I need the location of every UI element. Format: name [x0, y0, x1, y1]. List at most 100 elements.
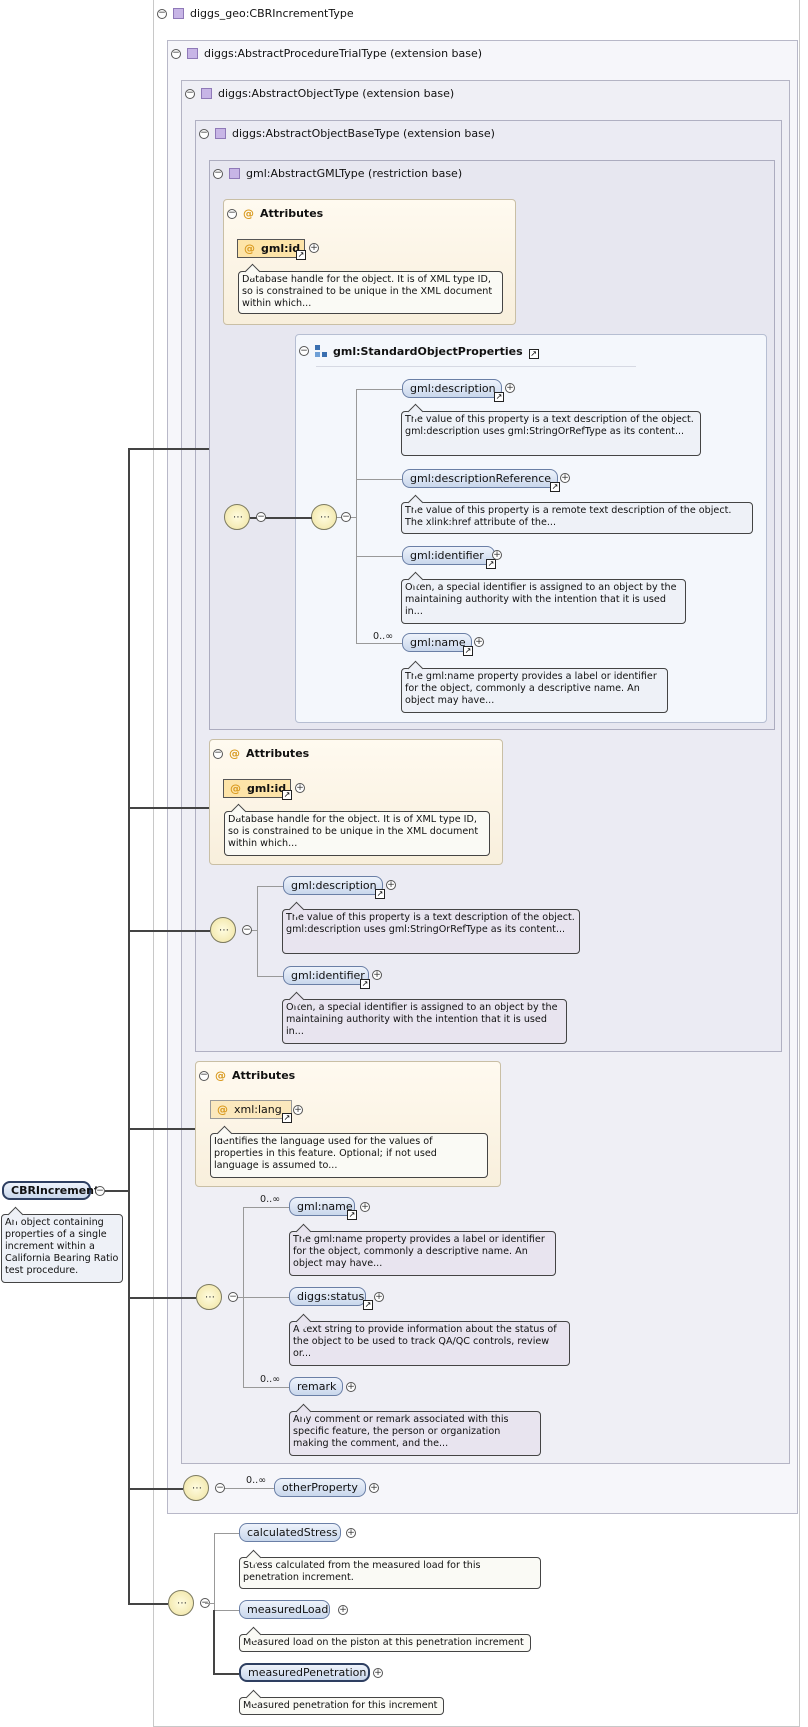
reference-icon[interactable]: ↗: [528, 349, 539, 359]
object-type-header: − diggs:AbstractObjectType (extension ba…: [185, 87, 454, 100]
frame-title: diggs:AbstractObjectBaseType (extension …: [232, 127, 495, 140]
trunk-connector: [128, 1128, 195, 1130]
connector: [356, 389, 402, 390]
sequence-icon[interactable]: ⋯: [311, 504, 337, 530]
element-calculated-stress[interactable]: calculatedStress: [239, 1523, 341, 1542]
collapse-icon[interactable]: −: [215, 1482, 225, 1493]
expand-icon[interactable]: +: [492, 549, 502, 560]
element-measured-load[interactable]: measuredLoad: [239, 1600, 330, 1619]
standard-object-properties-header: − gml:StandardObjectProperties ↗: [299, 343, 539, 359]
sequence-icon[interactable]: ⋯: [183, 1475, 209, 1501]
reference-icon[interactable]: ↗: [282, 790, 292, 800]
expand-icon[interactable]: +: [293, 1104, 303, 1115]
element-diggs-status[interactable]: diggs:status: [289, 1287, 366, 1306]
connector: [205, 1603, 214, 1604]
element-label: measuredLoad: [247, 1603, 329, 1616]
reference-icon[interactable]: ↗: [360, 979, 370, 989]
reference-icon[interactable]: ↗: [282, 1113, 292, 1123]
trunk-connector: [128, 1488, 183, 1490]
collapse-icon[interactable]: −: [242, 924, 252, 935]
root-doc: An object containing properties of a sin…: [1, 1206, 123, 1283]
attribute-icon: @: [217, 1103, 228, 1116]
collapse-icon[interactable]: −: [299, 345, 309, 356]
reference-icon[interactable]: ↗: [347, 1210, 357, 1220]
collapse-icon[interactable]: −: [95, 1185, 105, 1196]
expand-icon[interactable]: +: [373, 1667, 383, 1678]
expand-icon[interactable]: +: [346, 1527, 356, 1538]
element-remark[interactable]: remark: [289, 1377, 343, 1396]
cardinality: 0..∞: [246, 1475, 267, 1486]
expand-icon[interactable]: +: [386, 879, 396, 890]
attributes-label: Attributes: [260, 207, 324, 220]
sequence-icon[interactable]: ⋯: [210, 917, 236, 943]
expand-icon[interactable]: +: [369, 1482, 379, 1493]
collapse-icon[interactable]: −: [185, 88, 195, 99]
expand-icon[interactable]: +: [360, 1201, 370, 1212]
collapse-icon[interactable]: −: [199, 128, 209, 139]
reference-icon[interactable]: ↗: [550, 482, 560, 492]
collapse-icon[interactable]: −: [341, 511, 351, 522]
attribute-doc: Database handle for the object. It is of…: [224, 803, 490, 856]
reference-icon[interactable]: ↗: [296, 250, 306, 260]
cardinality: 0..∞: [373, 631, 394, 642]
element-gml-description[interactable]: gml:description: [283, 876, 383, 895]
attribute-xml-lang[interactable]: @ xml:lang: [210, 1100, 292, 1119]
expand-icon[interactable]: +: [505, 382, 515, 393]
collapse-icon[interactable]: −: [256, 511, 266, 522]
attribute-label: xml:lang: [234, 1103, 282, 1116]
element-gml-identifier[interactable]: gml:identifier: [402, 546, 495, 565]
attribute-doc: Database handle for the object. It is of…: [238, 263, 503, 314]
element-gml-identifier[interactable]: gml:identifier: [283, 966, 369, 985]
trunk-connector: [128, 448, 209, 450]
reference-icon[interactable]: ↗: [463, 646, 473, 656]
element-gml-description[interactable]: gml:description: [402, 379, 502, 398]
expand-icon[interactable]: +: [309, 242, 319, 253]
attribute-icon: @: [243, 207, 254, 220]
sequence-icon[interactable]: ⋯: [168, 1590, 194, 1616]
reference-icon[interactable]: ↗: [486, 559, 496, 569]
expand-icon[interactable]: +: [374, 1291, 384, 1302]
expand-icon[interactable]: +: [295, 782, 305, 793]
frame-title: diggs:AbstractProcedureTrialType (extens…: [204, 47, 483, 60]
doc-text: Database handle for the object. It is of…: [242, 274, 493, 309]
connector: [213, 1610, 215, 1673]
collapse-icon[interactable]: −: [171, 48, 181, 59]
connector: [250, 517, 312, 519]
collapse-icon[interactable]: −: [213, 748, 223, 759]
header-divider: [316, 366, 636, 367]
element-gml-name[interactable]: gml:name: [289, 1197, 355, 1216]
element-measured-penetration[interactable]: measuredPenetration: [239, 1663, 370, 1682]
expand-icon[interactable]: +: [338, 1604, 348, 1615]
expand-icon[interactable]: +: [372, 969, 382, 980]
element-other-property[interactable]: otherProperty: [274, 1478, 366, 1497]
attribute-gml-id[interactable]: @ gml:id: [223, 779, 291, 798]
element-doc: Any comment or remark associated with th…: [289, 1403, 541, 1456]
reference-icon[interactable]: ↗: [363, 1300, 373, 1310]
element-doc: The value of this property is a text des…: [282, 901, 580, 954]
element-gml-description-reference[interactable]: gml:descriptionReference: [402, 469, 558, 488]
collapse-icon[interactable]: −: [228, 1291, 238, 1302]
expand-icon[interactable]: +: [474, 636, 484, 647]
type-icon: [201, 88, 212, 99]
collapse-icon[interactable]: −: [199, 1070, 209, 1081]
root-element-cbr-increment[interactable]: CBRIncrement: [2, 1181, 99, 1200]
connector: [234, 1297, 243, 1298]
collapse-icon[interactable]: −: [157, 8, 167, 19]
connector: [257, 976, 283, 977]
connector: [356, 389, 357, 643]
connector: [257, 886, 283, 887]
attribute-gml-id[interactable]: @ gml:id: [237, 239, 305, 258]
attribute-label: gml:id: [247, 782, 287, 795]
sequence-icon[interactable]: ⋯: [196, 1284, 222, 1310]
collapse-icon[interactable]: −: [227, 208, 237, 219]
element-gml-name[interactable]: gml:name: [402, 633, 472, 652]
connector: [243, 1207, 289, 1208]
reference-icon[interactable]: ↗: [375, 889, 385, 899]
type-icon: [215, 128, 226, 139]
expand-icon[interactable]: +: [346, 1381, 356, 1392]
collapse-icon[interactable]: −: [213, 168, 223, 179]
reference-icon[interactable]: ↗: [494, 392, 504, 402]
expand-icon[interactable]: +: [560, 472, 570, 483]
connector: [356, 479, 402, 480]
sequence-icon[interactable]: ⋯: [224, 504, 250, 530]
